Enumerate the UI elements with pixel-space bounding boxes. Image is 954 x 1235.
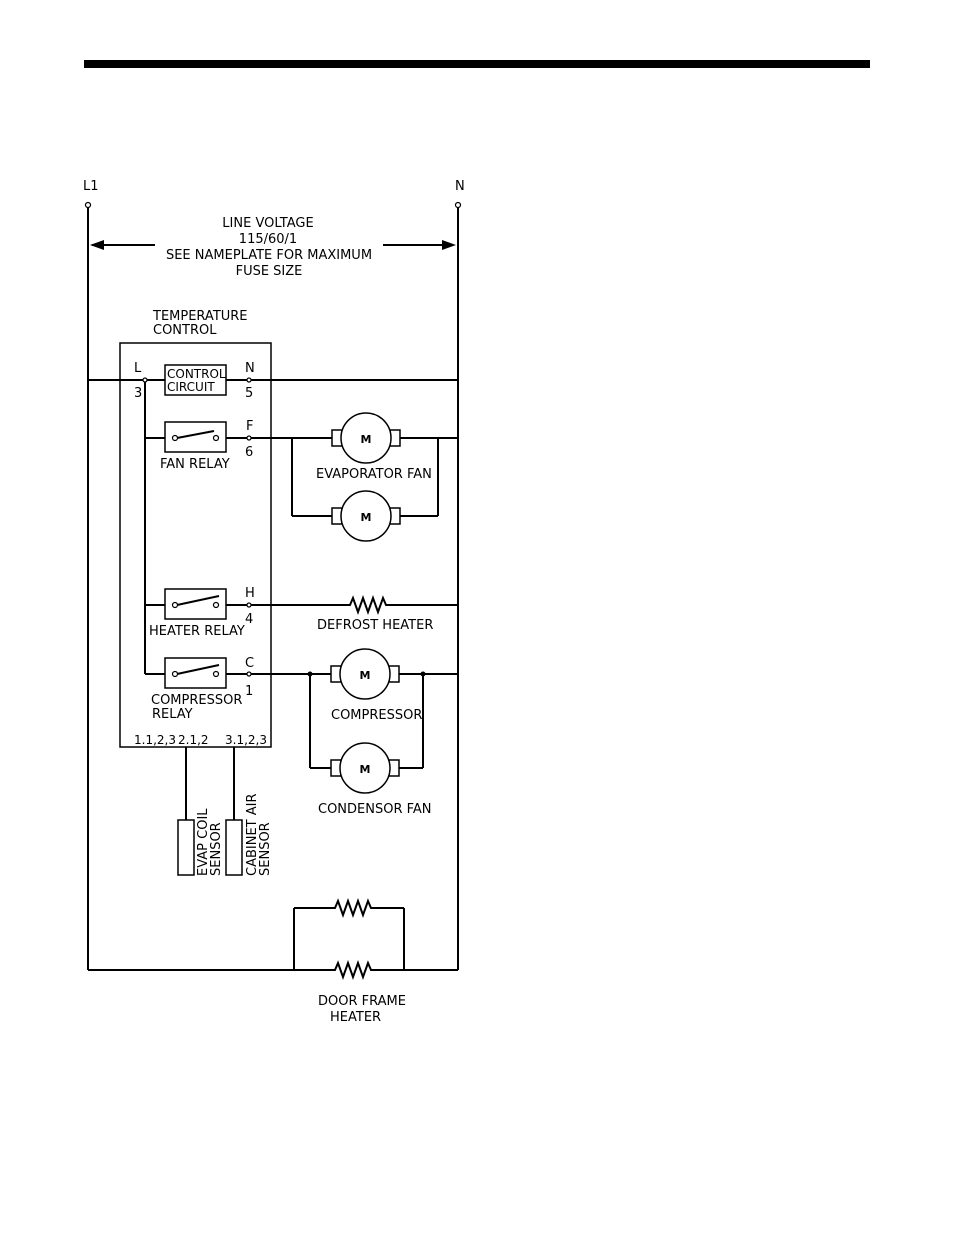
- defrost-heater-label: DEFROST HEATER: [317, 618, 433, 633]
- terminal-f-number: 6: [245, 445, 253, 460]
- right-arrow-head: [442, 240, 456, 250]
- compressor-motor: M: [331, 649, 399, 699]
- evap-sensor-label-2: SENSOR: [209, 822, 224, 876]
- cabinet-sensor-label-2: SENSOR: [258, 822, 273, 876]
- evap-coil-sensor: [178, 820, 194, 875]
- compressor-junction-right: [421, 672, 426, 677]
- control-title-2: CONTROL: [153, 323, 217, 338]
- evap-fan-motor-2: M: [332, 491, 400, 541]
- compressor-motor-symbol: M: [360, 669, 371, 682]
- fan-relay-contact-a: [173, 436, 178, 441]
- n-terminal: [456, 203, 461, 208]
- terminal-n-dot: [247, 378, 251, 382]
- compressor-relay-label-2: RELAY: [152, 707, 193, 722]
- terminal-f-dot: [247, 436, 251, 440]
- compressor-relay-contact-b: [214, 672, 219, 677]
- n-label: N: [455, 179, 465, 194]
- sensors: EVAP COIL SENSOR CABINET AIR SENSOR: [178, 747, 273, 876]
- compressor-relay-label-1: COMPRESSOR: [151, 693, 242, 708]
- control-circuit-label-1: CONTROL: [167, 367, 226, 381]
- control-circuit-label-2: CIRCUIT: [167, 380, 215, 394]
- defrost-heater: DEFROST HEATER: [317, 596, 433, 633]
- l1-terminal: [86, 203, 91, 208]
- line-voltage-text: LINE VOLTAGE: [222, 216, 313, 231]
- fuse-size-text: FUSE SIZE: [236, 264, 303, 279]
- fan-relay-contact-b: [214, 436, 219, 441]
- line-voltage-note: LINE VOLTAGE 115/60/1 SEE NAMEPLATE FOR …: [90, 216, 456, 279]
- condensor-fan-motor: M: [331, 743, 399, 793]
- terminal-n: N: [245, 361, 255, 376]
- door-frame-label-2: HEATER: [330, 1010, 381, 1025]
- terminal-c-dot: [247, 672, 251, 676]
- supply-rails: L1 N: [83, 179, 465, 970]
- evap-fan-motor-2-symbol: M: [361, 511, 372, 524]
- left-arrow-head: [90, 240, 104, 250]
- fan-relay-label: FAN RELAY: [160, 457, 230, 472]
- sensor-terminal-3: 3.1,2,3: [225, 733, 267, 747]
- terminal-h-number: 4: [245, 612, 253, 627]
- voltage-rating-text: 115/60/1: [239, 232, 297, 247]
- door-frame-label-1: DOOR FRAME: [318, 994, 406, 1009]
- terminal-c-number: 1: [245, 684, 253, 699]
- heater-relay-label: HEATER RELAY: [149, 624, 245, 639]
- terminal-c: C: [245, 656, 254, 671]
- compressor-relay-contact-a: [173, 672, 178, 677]
- terminal-h: H: [245, 586, 255, 601]
- terminal-l-number: 3: [134, 386, 142, 401]
- terminal-f: F: [246, 419, 253, 434]
- evap-fan-motor-1: M: [332, 413, 400, 463]
- terminal-h-dot: [247, 603, 251, 607]
- control-title-1: TEMPERATURE: [152, 309, 248, 324]
- evaporator-fan-label: EVAPORATOR FAN: [316, 467, 432, 482]
- l1-label: L1: [83, 179, 99, 194]
- terminal-n-number: 5: [245, 386, 253, 401]
- compressor-label: COMPRESSOR: [331, 708, 422, 723]
- terminal-l-dot: [143, 378, 147, 382]
- temperature-control: TEMPERATURE CONTROL CONTROL CIRCUIT L 3 …: [88, 309, 458, 747]
- heater-relay-contact-a: [173, 603, 178, 608]
- condensor-fan-label: CONDENSOR FAN: [318, 802, 432, 817]
- nameplate-note-text: SEE NAMEPLATE FOR MAXIMUM: [166, 248, 372, 263]
- sensor-terminal-1: 1.1,2,3: [134, 733, 176, 747]
- condensor-fan-motor-symbol: M: [360, 763, 371, 776]
- sensor-terminal-2: 2.1,2: [178, 733, 209, 747]
- compressor-junction-left: [308, 672, 313, 677]
- evaporator-fan-group: M M EVAPORATOR FAN: [292, 413, 438, 541]
- evap-fan-motor-1-symbol: M: [361, 433, 372, 446]
- heater-relay-contact-b: [214, 603, 219, 608]
- cabinet-air-sensor: [226, 820, 242, 875]
- terminal-l: L: [134, 361, 142, 376]
- door-frame-heater: DOOR FRAME HEATER: [88, 899, 458, 1025]
